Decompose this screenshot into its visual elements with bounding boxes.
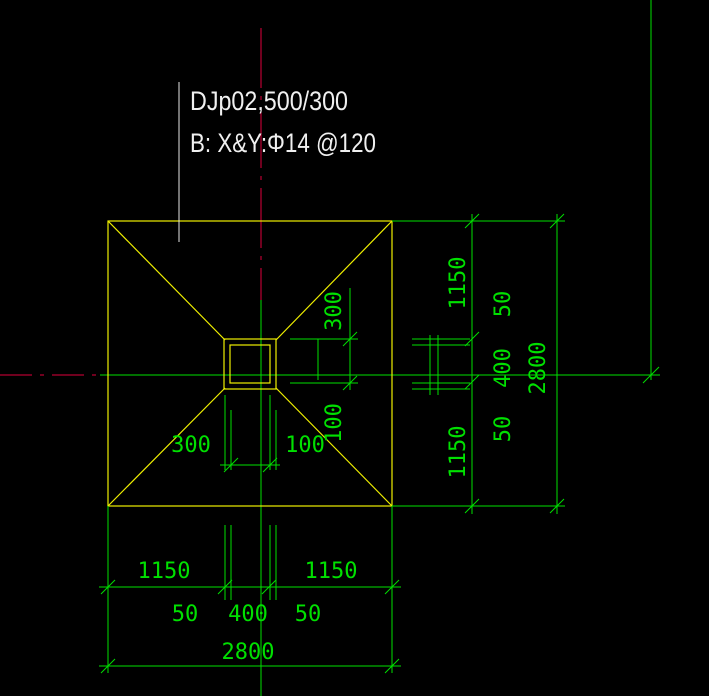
dim-bottom-1150-right: 1150: [305, 559, 358, 584]
dim-right-total: 2800: [526, 342, 551, 395]
chain1-tick-top: [464, 213, 480, 229]
dim-col-offset-right: 100: [285, 433, 325, 458]
dim-right-1150-bottom: 1150: [446, 426, 471, 479]
chain1-tick-b: [464, 374, 480, 390]
dim-bottom-1150-left: 1150: [138, 559, 191, 584]
column-outer: [223, 338, 277, 390]
reference-lines: [100, 0, 660, 696]
footing-label-line1: DJp02,500/300: [190, 86, 348, 116]
dim-right-400: 400: [491, 348, 516, 388]
chain2-tick-bottom: [549, 498, 565, 514]
dim-right-50-bottom: 50: [491, 416, 516, 443]
dim-col-offset-top: 300: [322, 291, 347, 331]
dim-bottom-50-left: 50: [172, 602, 199, 627]
dim-bottom-total: 2800: [222, 640, 275, 665]
footing-outline: [107, 220, 393, 507]
slope-line-br: [275, 387, 393, 507]
dim-bottom-400: 400: [228, 602, 268, 627]
dim-col-offset-bottom: 100: [322, 403, 347, 443]
footing-rect: [107, 220, 393, 507]
slope-line-tl: [107, 220, 226, 341]
dim-bottom-50-right: 50: [295, 602, 322, 627]
right-dimension-lines: [290, 213, 565, 514]
dim-right-1150-top: 1150: [446, 257, 471, 310]
dim-right-50-top: 50: [491, 291, 516, 318]
axis-lines: [0, 28, 262, 376]
chain1-tick-bottom: [464, 498, 480, 514]
bottom-dimension-lines: [99, 395, 401, 674]
footing-label-line2: B: X&Y:Φ14 @120: [190, 128, 376, 158]
slope-line-tr: [275, 220, 393, 341]
chain2-tick-top: [549, 213, 565, 229]
chain1-tick-a: [464, 331, 480, 347]
dim-col-offset-left: 300: [171, 433, 211, 458]
slope-line-bl: [107, 387, 226, 507]
column-inner: [229, 344, 271, 384]
grid-tick: [642, 366, 660, 384]
dimension-texts: 1150 1150 50 400 50 2800 300 100 300 100…: [138, 257, 551, 665]
